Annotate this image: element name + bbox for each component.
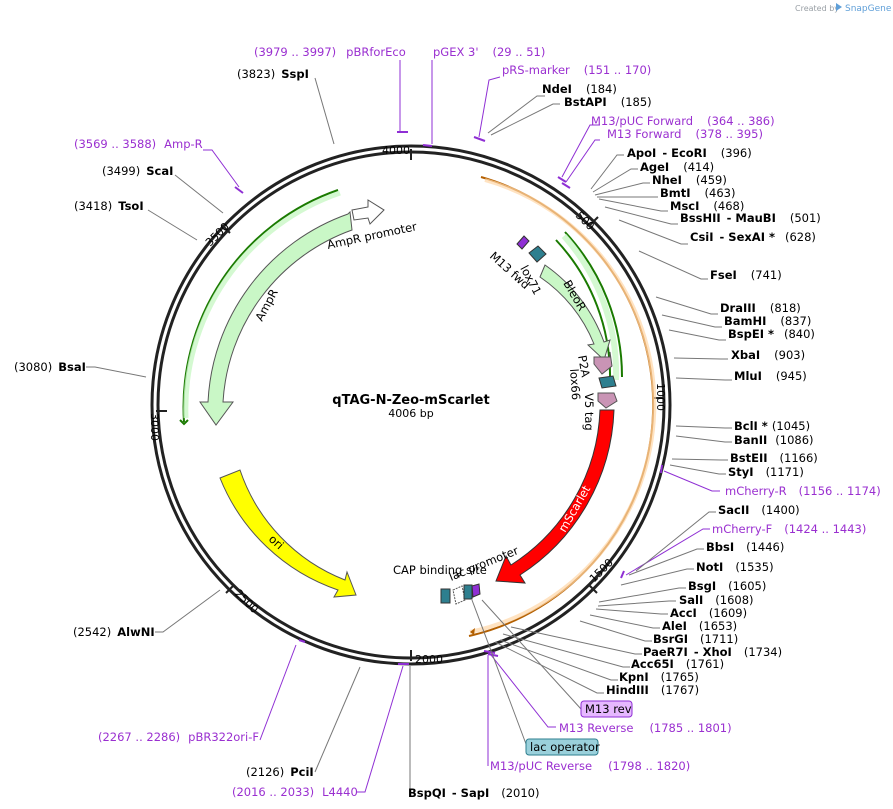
ampr-promoter-arrow[interactable] (351, 199, 385, 225)
primer-m13-puc-reverse[interactable]: M13/pUC Reverse(1798 .. 1820) (490, 759, 690, 773)
mscarlet-arrow[interactable] (495, 409, 615, 584)
site-kpni[interactable]: KpnI(1765) (619, 670, 699, 684)
site-leaders (86, 77, 732, 790)
primer-m13-reverse[interactable]: M13 Reverse(1785 .. 1801) (559, 721, 732, 735)
m13-rev-leader (481, 599, 582, 710)
site-bstapi[interactable]: BstAPI(185) (564, 95, 652, 109)
primer-m13-forward[interactable]: M13 Forward(378 .. 395) (607, 127, 763, 141)
site-bsgi[interactable]: BsgI(1605) (688, 579, 766, 593)
ampr-line-arrow-icon (179, 419, 189, 426)
site-noti[interactable]: NotI(1535) (696, 560, 774, 574)
bleor-glow (561, 234, 620, 381)
site-fsei[interactable]: FseI(741) (710, 268, 782, 282)
site-sspi[interactable]: (3823)SspI (237, 67, 309, 81)
site-sali[interactable]: SalI(1608) (679, 593, 754, 607)
site-bsai[interactable]: (3080)BsaI (14, 360, 86, 374)
lac-operator-marker[interactable] (463, 584, 473, 600)
lox66-marker[interactable] (598, 375, 617, 389)
m13-rev-marker[interactable] (471, 583, 481, 598)
credit-prefix: Created by (795, 4, 839, 13)
site-pcii[interactable]: (2126)PciI (246, 765, 314, 779)
primer-pbrforeco[interactable]: (3979 .. 3997)pBRforEco (254, 45, 406, 59)
mscarlet-label: mScarlet (555, 483, 593, 535)
primer-prs-marker[interactable]: pRS-marker(151 .. 170) (502, 63, 651, 77)
lac-operator-leader (471, 599, 527, 745)
primer-pgex3[interactable]: pGEX 3'(29 .. 51) (433, 45, 545, 59)
ori-arrow[interactable] (219, 469, 357, 598)
credit-brand: SnapGene (845, 4, 892, 14)
orange-arrow-icon (470, 628, 475, 635)
site-csii[interactable]: CsiI- SexAI *(628) (690, 230, 816, 244)
map-title: qTAG-N-Zeo-mScarlet (332, 393, 489, 408)
site-nhei[interactable]: NheI(459) (652, 173, 727, 187)
site-bsrgi[interactable]: BsrGI(1711) (653, 632, 738, 646)
site-draiii[interactable]: DraIII(818) (720, 301, 801, 315)
site-bspqi[interactable]: BspQI- SapI(2010) (408, 786, 540, 800)
site-bsteii[interactable]: BstEII(1166) (730, 451, 818, 465)
primer-pbr322ori-f[interactable]: (2267 .. 2286)pBR322ori-F (98, 730, 259, 744)
primer-mcherry-f[interactable]: mCherry-F(1424 .. 1443) (712, 522, 866, 536)
site-msci[interactable]: MscI(468) (670, 199, 744, 213)
site-bspei[interactable]: BspEI *(840) (728, 327, 815, 341)
tick-4000: 4000 (382, 144, 410, 157)
orange-glow (469, 178, 657, 634)
site-bcli[interactable]: BclI *(1045) (734, 419, 810, 433)
site-bamhi[interactable]: BamHI(837) (724, 314, 811, 328)
primer-l4440[interactable]: (2016 .. 2033)L4440 (232, 785, 358, 799)
site-sacii[interactable]: SacII(1400) (718, 503, 800, 517)
site-xbai[interactable]: XbaI(903) (731, 348, 805, 362)
site-styi[interactable]: StyI(1171) (728, 465, 804, 479)
site-apoi[interactable]: ApoI- EcoRI(396) (627, 146, 752, 160)
site-acc65i[interactable]: Acc65I(1761) (631, 657, 724, 671)
lac-operator-box[interactable] (525, 738, 599, 756)
tick-2000: 2000 (415, 653, 443, 666)
lac-operator-box-label: lac operator (530, 740, 600, 754)
site-bmti[interactable]: BmtI(463) (660, 186, 735, 200)
lox71-marker[interactable] (528, 245, 547, 263)
primer-m13-puc-forward[interactable]: M13/pUC Forward(364 .. 386) (591, 114, 775, 128)
p2a-label: P2A (575, 354, 593, 378)
primer-amp-r[interactable]: (3569 .. 3588)Amp-R (74, 137, 203, 151)
site-banii[interactable]: BanII(1086) (734, 433, 814, 447)
primer-mcherry-r[interactable]: mCherry-R(1156 .. 1174) (725, 484, 881, 498)
site-bsshii[interactable]: BssHII- MauBI(501) (680, 211, 821, 225)
v5-tag-label: V5 tag (582, 393, 596, 431)
snapgene-logo-icon (836, 3, 842, 11)
cap-binding-site-marker[interactable] (440, 588, 451, 604)
site-bbsi[interactable]: BbsI(1446) (706, 540, 784, 554)
site-paer7i[interactable]: PaeR7I- XhoI(1734) (643, 645, 782, 659)
site-tsoi[interactable]: (3418)TsoI (74, 199, 144, 213)
m13-rev-box-label: M13 rev (585, 702, 632, 716)
lac-promoter-marker[interactable] (452, 585, 466, 605)
site-hindiii[interactable]: HindIII(1767) (606, 683, 699, 697)
site-alwni[interactable]: (2542)AlwNI (73, 625, 155, 639)
lox66-label: lox66 (567, 368, 583, 400)
primer-leaders (203, 60, 720, 793)
cap-binding-site-label: CAP binding site (393, 563, 487, 577)
v5-tag-marker[interactable] (597, 392, 618, 409)
bleor-line-1 (564, 231, 624, 378)
m13-fwd-marker[interactable] (516, 235, 530, 250)
backbone-outer (150, 144, 672, 666)
tick-3000: 3000 (148, 413, 161, 441)
site-acci[interactable]: AccI(1609) (670, 606, 747, 620)
ampr-glow (183, 190, 341, 419)
site-agei[interactable]: AgeI(414) (640, 160, 714, 174)
map-length: 4006 bp (388, 407, 433, 420)
site-ndei[interactable]: NdeI(184) (542, 82, 617, 96)
tick-3500: 3500 (203, 220, 232, 249)
site-mlui[interactable]: MluI(945) (734, 369, 807, 383)
ampr-arrow[interactable] (199, 210, 353, 426)
tick-1000: 1000 (654, 383, 667, 411)
p2a-marker[interactable] (593, 351, 613, 375)
m13-rev-box[interactable] (580, 700, 633, 718)
site-alei[interactable]: AleI(1653) (662, 619, 737, 633)
site-scai[interactable]: (3499)ScaI (102, 164, 173, 178)
